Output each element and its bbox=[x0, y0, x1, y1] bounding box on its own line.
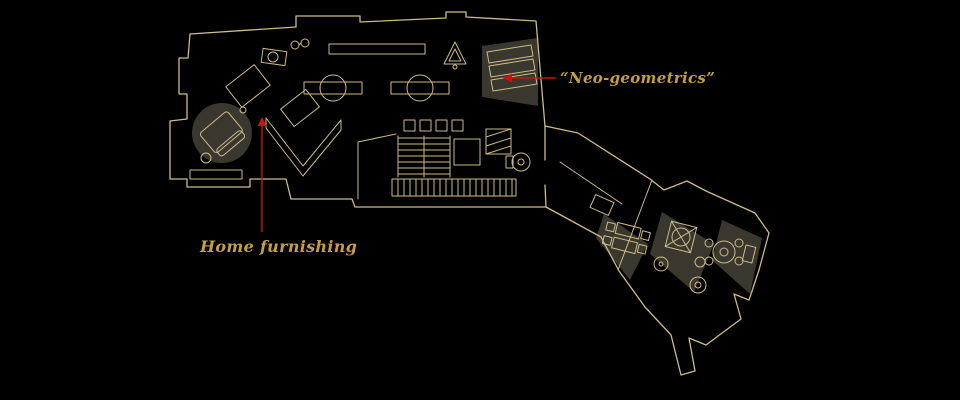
chevron-display bbox=[265, 117, 342, 177]
turntable bbox=[505, 152, 531, 172]
corridor-top-wall bbox=[544, 125, 651, 180]
desk bbox=[260, 47, 288, 67]
corridor-handrail bbox=[559, 161, 623, 205]
staircase bbox=[357, 119, 481, 200]
display-case bbox=[328, 43, 426, 55]
round-table-left bbox=[303, 74, 363, 102]
corridor-bottom-wall bbox=[545, 206, 602, 238]
neo-geometrics-display bbox=[486, 44, 538, 92]
hall-east-wall bbox=[544, 125, 547, 208]
annotation-lines bbox=[261, 77, 556, 232]
wing-stools bbox=[653, 256, 707, 294]
home-furnishing-arrowhead bbox=[257, 117, 267, 126]
spotlight-wing-2 bbox=[650, 212, 714, 292]
wing-desks bbox=[601, 221, 651, 255]
floor-lamp bbox=[200, 152, 212, 164]
desk-lamp bbox=[267, 51, 279, 63]
glasses-stand bbox=[290, 38, 310, 50]
wing-x-table bbox=[664, 220, 698, 254]
escalator bbox=[391, 178, 517, 197]
wing-outline bbox=[600, 178, 770, 376]
home-furnishing-label: Home furnishing bbox=[199, 237, 357, 256]
armchair bbox=[199, 111, 246, 157]
wing-round-table bbox=[704, 238, 744, 266]
display-platform bbox=[225, 64, 271, 108]
round-table-right bbox=[390, 74, 450, 102]
spotlight-armchair bbox=[192, 103, 252, 163]
building-outline bbox=[169, 11, 770, 376]
landing bbox=[589, 194, 615, 216]
furniture bbox=[189, 38, 757, 294]
tree-symbol bbox=[443, 41, 467, 70]
neo-geometrics-arrowhead bbox=[503, 73, 512, 83]
spotlight-neo-display bbox=[482, 38, 538, 106]
hatched-pallet bbox=[485, 128, 512, 155]
wing-inner-wall bbox=[617, 179, 653, 271]
display-platform bbox=[280, 88, 320, 128]
annotation-arrowheads bbox=[257, 73, 512, 126]
hall-left-bottom-wall bbox=[169, 33, 547, 208]
hall-top-wall bbox=[189, 11, 546, 127]
neo-geometrics-label: “Neo-geometrics” bbox=[560, 69, 715, 87]
bench bbox=[189, 169, 243, 180]
wing-cabinet bbox=[741, 244, 757, 264]
